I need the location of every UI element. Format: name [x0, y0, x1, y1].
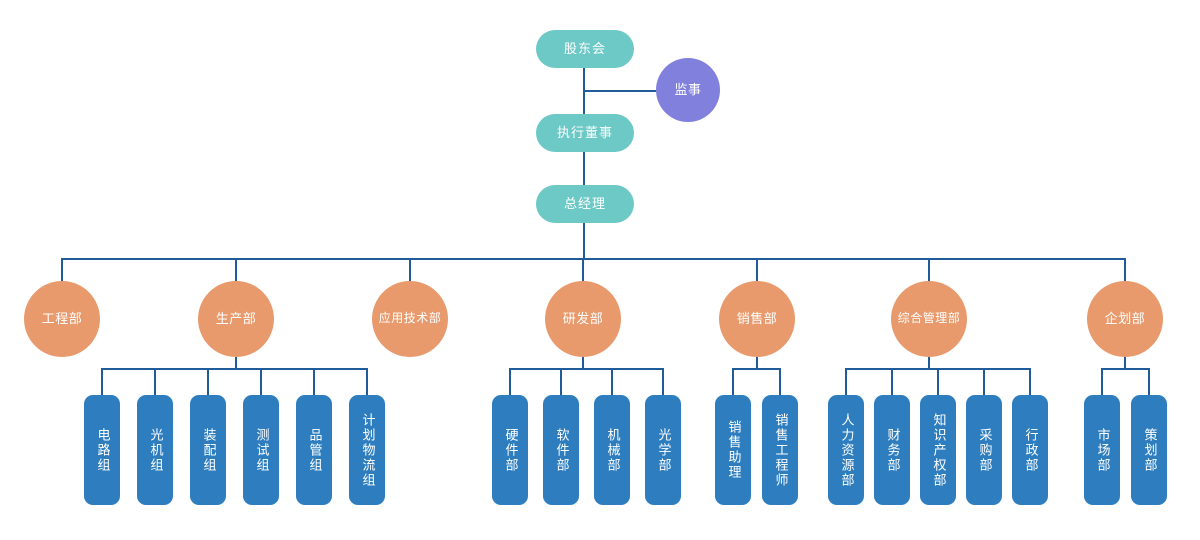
node-supervisor[interactable]: 监事: [656, 58, 720, 122]
connector-leaf-finance: [891, 368, 893, 395]
node-circuit[interactable]: 电路组: [84, 395, 120, 505]
connector-stem-production: [235, 357, 237, 368]
connector-leaf-mechanical: [611, 368, 613, 395]
node-optomech[interactable]: 光机组: [137, 395, 173, 505]
node-purchasing[interactable]: 采购部: [966, 395, 1002, 505]
connector-drop-general_admin: [928, 258, 930, 281]
connector-leaf-optics: [662, 368, 664, 395]
node-sales_engineer[interactable]: 销售工程师: [762, 395, 798, 505]
connector-drop-production: [235, 258, 237, 281]
node-rnd[interactable]: 研发部: [545, 281, 621, 357]
connector-leaf-optomech: [154, 368, 156, 395]
node-optics[interactable]: 光学部: [645, 395, 681, 505]
connector-stem-general_admin: [928, 357, 930, 368]
node-production[interactable]: 生产部: [198, 281, 274, 357]
node-label: 销售部: [736, 310, 778, 326]
node-mechanical[interactable]: 机械部: [594, 395, 630, 505]
connector-drop-engineering: [61, 258, 63, 281]
node-label: 企划部: [1104, 310, 1146, 326]
node-sales[interactable]: 销售部: [719, 281, 795, 357]
node-label: 品管组: [307, 427, 323, 473]
node-label: 应用技术部: [378, 311, 442, 326]
node-planning[interactable]: 企划部: [1087, 281, 1163, 357]
node-shareholders[interactable]: 股东会: [536, 30, 634, 68]
node-software[interactable]: 软件部: [543, 395, 579, 505]
node-label: 硬件部: [503, 427, 519, 473]
connector-drop-rnd: [582, 258, 584, 281]
node-label: 销售助理: [726, 420, 742, 480]
node-label: 研发部: [562, 310, 604, 326]
connector-sub-bus-rnd: [510, 368, 663, 370]
connector-sub-bus-production: [102, 368, 367, 370]
node-label: 生产部: [215, 310, 257, 326]
node-label: 人力资源部: [839, 412, 855, 488]
node-label: 光机组: [148, 427, 164, 473]
node-assembly[interactable]: 装配组: [190, 395, 226, 505]
connector-stem-planning: [1124, 357, 1126, 368]
node-strategy[interactable]: 策划部: [1131, 395, 1167, 505]
node-exec_director[interactable]: 执行董事: [536, 114, 634, 152]
node-label: 总经理: [563, 195, 606, 211]
connector-drop-apptech: [409, 258, 411, 281]
node-label: 软件部: [554, 427, 570, 473]
connector-leaf-strategy: [1148, 368, 1150, 395]
connector-leaf-sales_engineer: [779, 368, 781, 395]
node-logistics[interactable]: 计划物流组: [349, 395, 385, 505]
connector-leaf-admin: [1029, 368, 1031, 395]
connector-drop-sales: [756, 258, 758, 281]
connector-leaf-marketing: [1101, 368, 1103, 395]
node-label: 采购部: [977, 427, 993, 473]
connector-leaf-purchasing: [983, 368, 985, 395]
node-label: 市场部: [1095, 427, 1111, 473]
node-label: 策划部: [1142, 427, 1158, 473]
node-apptech[interactable]: 应用技术部: [372, 281, 448, 357]
connector-stem-sales: [756, 357, 758, 368]
node-label: 股东会: [563, 40, 606, 56]
node-label: 知识产权部: [931, 412, 947, 488]
node-engineering[interactable]: 工程部: [24, 281, 100, 357]
node-label: 机械部: [605, 427, 621, 473]
connector-stem-rnd: [582, 357, 584, 368]
connector-gm-to-bus: [583, 223, 585, 258]
node-testing[interactable]: 测试组: [243, 395, 279, 505]
connector-exec-to-gm: [583, 152, 585, 185]
node-general_admin[interactable]: 综合管理部: [891, 281, 967, 357]
node-label: 监事: [674, 81, 702, 97]
node-quality[interactable]: 品管组: [296, 395, 332, 505]
node-admin[interactable]: 行政部: [1012, 395, 1048, 505]
connector-leaf-assembly: [207, 368, 209, 395]
node-label: 测试组: [254, 427, 270, 473]
node-marketing[interactable]: 市场部: [1084, 395, 1120, 505]
node-finance[interactable]: 财务部: [874, 395, 910, 505]
node-label: 光学部: [656, 427, 672, 473]
node-label: 行政部: [1023, 427, 1039, 473]
node-label: 执行董事: [556, 124, 613, 140]
connector-leaf-quality: [313, 368, 315, 395]
node-label: 工程部: [41, 310, 83, 326]
connector-leaf-hardware: [509, 368, 511, 395]
node-hr[interactable]: 人力资源部: [828, 395, 864, 505]
connector-drop-planning: [1124, 258, 1126, 281]
connector-supervisor-link: [584, 90, 656, 92]
node-gm[interactable]: 总经理: [536, 185, 634, 223]
node-label: 计划物流组: [360, 412, 376, 488]
connector-leaf-hr: [845, 368, 847, 395]
node-label: 财务部: [885, 427, 901, 473]
node-label: 综合管理部: [897, 311, 961, 326]
connector-main-bus: [62, 258, 1125, 260]
node-hardware[interactable]: 硬件部: [492, 395, 528, 505]
connector-leaf-ip: [937, 368, 939, 395]
node-label: 装配组: [201, 427, 217, 473]
connector-leaf-testing: [260, 368, 262, 395]
connector-leaf-sales_assistant: [732, 368, 734, 395]
connector-leaf-software: [560, 368, 562, 395]
connector-sub-bus-sales: [733, 368, 780, 370]
node-sales_assistant[interactable]: 销售助理: [715, 395, 751, 505]
node-label: 销售工程师: [773, 412, 789, 488]
node-label: 电路组: [95, 427, 111, 473]
node-ip[interactable]: 知识产权部: [920, 395, 956, 505]
connector-sub-bus-planning: [1102, 368, 1149, 370]
connector-leaf-circuit: [101, 368, 103, 395]
connector-leaf-logistics: [366, 368, 368, 395]
